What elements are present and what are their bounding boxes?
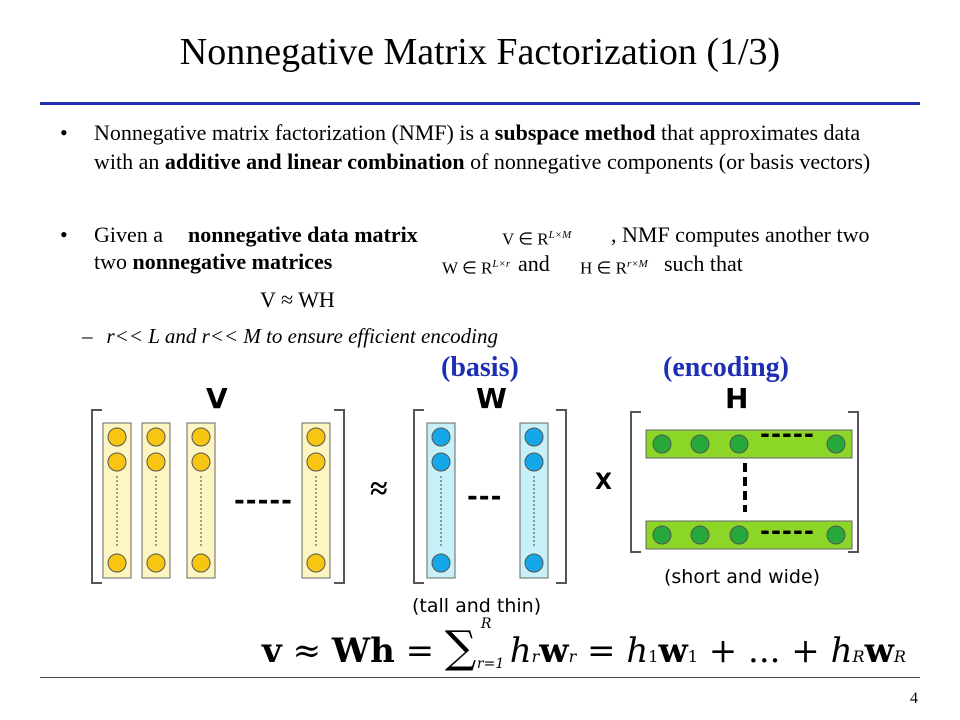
- v-matrix: [91, 409, 345, 584]
- formula-sum-lower: r=1: [476, 656, 505, 672]
- h-matrix: [630, 411, 859, 553]
- h-rows: [645, 429, 853, 550]
- formula-term-h: h: [509, 631, 532, 671]
- bullet1-text-1: Nonnegative matrix factorization (NMF) i…: [94, 120, 495, 145]
- v-right-bracket: [334, 409, 345, 584]
- row-box: [645, 429, 853, 459]
- bullet2-and: and: [518, 251, 550, 276]
- encoding-label: (encoding): [663, 352, 789, 383]
- formula-wh: Wh: [331, 631, 395, 671]
- h-matrix-expr: H ∈ Rr×M: [580, 258, 648, 278]
- bullet1-text-2: that approximates data with an: [94, 120, 861, 174]
- row-dot: [729, 525, 749, 545]
- bullet2-text-2: , NMF computes another two: [611, 222, 870, 247]
- matrix-v-label: V: [206, 382, 228, 415]
- h-dashes-top: -----: [760, 420, 815, 448]
- bullet2-text-1: Given a: [94, 222, 164, 247]
- column-dot: [191, 553, 211, 573]
- sub-bullet: –r<< L and r<< M to ensure efficient enc…: [82, 324, 498, 348]
- column-dot: [306, 427, 326, 447]
- column-dot: [524, 427, 544, 447]
- row-dot: [652, 525, 672, 545]
- row-dot: [826, 434, 846, 454]
- v-column-2: [141, 422, 171, 579]
- title-rule: [40, 102, 920, 105]
- nmf-formula: v ≈ Wh = ∑ R r=1 hrwr = h1w1 + ... + hRw…: [262, 616, 906, 673]
- formula-term-w: w: [539, 631, 569, 671]
- column-dot: [107, 553, 127, 573]
- bullet2-text-3: such that: [664, 251, 743, 276]
- bullet2-bold-2: nonnegative matrices: [132, 249, 333, 274]
- v-column-4: [301, 422, 331, 579]
- row-dot: [729, 434, 749, 454]
- column-dot: [524, 452, 544, 472]
- row-box: [645, 520, 853, 550]
- column-dot: [146, 553, 166, 573]
- v-columns: [102, 422, 331, 579]
- formula-eq2: =: [587, 631, 616, 671]
- times-symbol: X: [595, 470, 612, 495]
- column-dot: [191, 427, 211, 447]
- v-dashes: -----: [234, 486, 293, 516]
- column-dot: [524, 553, 544, 573]
- column-dot: [146, 452, 166, 472]
- matrix-h-label: H: [725, 382, 749, 415]
- h-row-1: [645, 429, 853, 459]
- caption-short-wide: (short and wide): [664, 566, 821, 588]
- column-dot: [306, 553, 326, 573]
- w-matrix-expr: W ∈ RL×r: [442, 258, 511, 278]
- v-left-bracket: [91, 409, 102, 584]
- bullet-2: • Given a nonnegative data matrix V ∈ RL…: [60, 220, 900, 280]
- column-dot: [146, 427, 166, 447]
- h-right-bracket: [848, 411, 859, 553]
- column-dot: [431, 427, 451, 447]
- bullet1-bold-1: subspace method: [494, 120, 656, 145]
- bullet-1: • Nonnegative matrix factorization (NMF)…: [60, 118, 900, 176]
- page-number: 4: [910, 690, 918, 707]
- w-dashes: ---: [467, 482, 503, 512]
- row-dot: [690, 434, 710, 454]
- column-dot: [191, 452, 211, 472]
- approx-equation: V ≈ WH: [260, 287, 335, 312]
- w-matrix: [413, 409, 567, 584]
- bottom-rule: [40, 677, 920, 678]
- slide-title: Nonnegative Matrix Factorization (1/3): [179, 31, 781, 73]
- w-column-1: [426, 422, 456, 579]
- row-dot: [690, 525, 710, 545]
- column-dot: [306, 452, 326, 472]
- v-column-3: [186, 422, 216, 579]
- bullet2-bold-1: nonnegative data matrix: [188, 222, 418, 247]
- bullet-dot: •: [60, 222, 68, 247]
- w-column-2: [519, 422, 549, 579]
- column-dot: [431, 553, 451, 573]
- matrix-w-label: W: [476, 382, 507, 415]
- bullet2-line2: two nonnegative matrices: [94, 249, 333, 274]
- v-column-1: [102, 422, 132, 579]
- bullet1-text-3: of nonnegative components (or basis vect…: [464, 149, 871, 174]
- row-dot: [826, 525, 846, 545]
- formula-sum: ∑: [444, 622, 477, 673]
- formula-eq: =: [405, 631, 435, 671]
- bullet1-bold-2: additive and linear combination: [164, 149, 465, 174]
- w-right-bracket: [556, 409, 567, 584]
- formula-v: v: [262, 631, 282, 671]
- column-dot: [107, 427, 127, 447]
- row-dot: [652, 434, 672, 454]
- formula-sum-upper: R: [480, 616, 492, 632]
- bullet-dot: •: [60, 120, 68, 145]
- h-dashes-bottom: -----: [760, 517, 815, 545]
- approx-symbol: ≈: [370, 470, 388, 506]
- h-row-2: [645, 520, 853, 550]
- v-matrix-expr: V ∈ RL×M: [502, 229, 572, 249]
- column-dot: [431, 452, 451, 472]
- basis-label: (basis): [441, 352, 519, 383]
- column-dot: [107, 452, 127, 472]
- h-left-bracket: [630, 411, 641, 553]
- w-columns: [426, 422, 549, 579]
- w-left-bracket: [413, 409, 424, 584]
- caption-tall-thin: (tall and thin): [412, 595, 542, 617]
- formula-approx: ≈: [292, 631, 322, 671]
